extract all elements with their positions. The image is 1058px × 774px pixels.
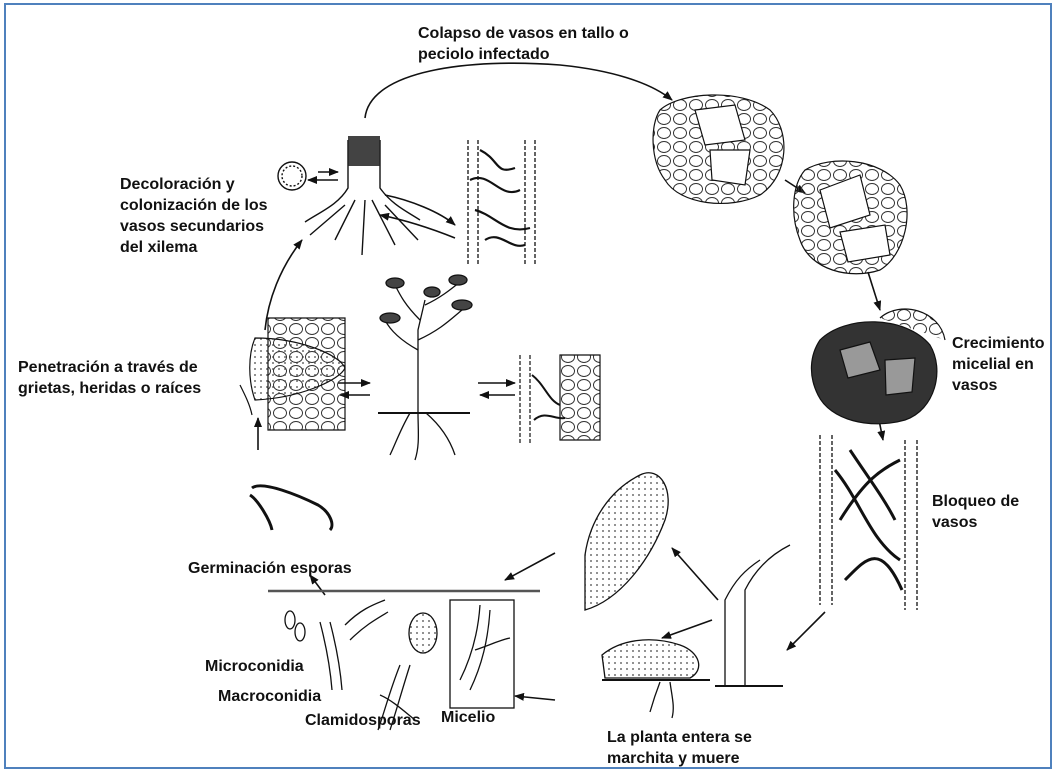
arrow-to-mycelium (514, 692, 556, 701)
label-collapse: Colapso de vasos en tallo o peciolo infe… (418, 23, 629, 65)
label-wilt-line2: marchita y muere (607, 750, 740, 767)
central-plant-illustration (378, 274, 473, 461)
label-discoloration: Decoloración y colonización de los vasos… (120, 174, 268, 258)
soil-and-spores-illustration (249, 484, 540, 731)
blocked-vessel-illustration (819, 435, 918, 610)
label-chlamydospores: Clamidosporas (305, 712, 421, 729)
label-collapse-line2: peciolo infectado (418, 46, 550, 63)
label-wilt: La planta entera se marchita y muere (607, 727, 752, 769)
label-germination: Germinación esporas (188, 560, 352, 577)
vessel-hyphae-illustration (467, 140, 536, 265)
arrow-to-discoloration (264, 239, 303, 331)
stem-section-illustration (277, 136, 421, 256)
label-discoloration-line3: vasos secundarios (120, 218, 265, 235)
label-blockage-line2: vasos (932, 514, 978, 531)
label-mycelial-growth-line2: micelial en (952, 356, 1034, 373)
collapse-cells-illustration (652, 94, 908, 275)
label-penetration-line2: grietas, heridas o raíces (18, 380, 202, 397)
mycelial-growth-illustration (810, 308, 946, 425)
arrow-wilt-2 (661, 619, 713, 639)
label-mycelial-growth: Crecimiento micelial en vasos (952, 333, 1044, 396)
label-mycelium: Micelio (441, 709, 496, 726)
arrow-pair-top-left (379, 212, 456, 239)
wilting-plant-illustration (584, 472, 791, 719)
label-wilt-line1: La planta entera se (607, 729, 752, 746)
arrow-to-collapse (364, 62, 673, 119)
vessel-panel-illustration (519, 354, 601, 445)
arrow-block-to-wilt (786, 611, 826, 651)
label-mycelial-growth-line3: vasos (952, 377, 998, 394)
label-collapse-line1: Colapso de vasos en tallo o (418, 25, 629, 42)
label-blockage: Bloqueo de vasos (932, 491, 1019, 533)
arrow-pair-top-right (384, 194, 456, 226)
figure-frame (4, 3, 1052, 769)
arrow-wilt-1 (671, 547, 719, 601)
label-blockage-line1: Bloqueo de (932, 493, 1020, 510)
label-microconidia: Microconidia (205, 658, 304, 675)
label-macroconidia: Macroconidia (218, 688, 322, 705)
label-mycelial-growth-line1: Crecimiento (952, 335, 1045, 352)
label-discoloration-line4: del xilema (120, 239, 198, 256)
label-discoloration-line1: Decoloración y (120, 176, 235, 193)
arrow-vessel-to-growth (867, 271, 882, 311)
label-discoloration-line2: colonización de los (120, 197, 268, 214)
root-penetration-illustration (239, 317, 346, 431)
label-penetration-line1: Penetración a través de (18, 359, 198, 376)
label-penetration: Penetración a través de grietas, heridas… (18, 357, 201, 399)
arrow-to-soil (504, 552, 556, 581)
